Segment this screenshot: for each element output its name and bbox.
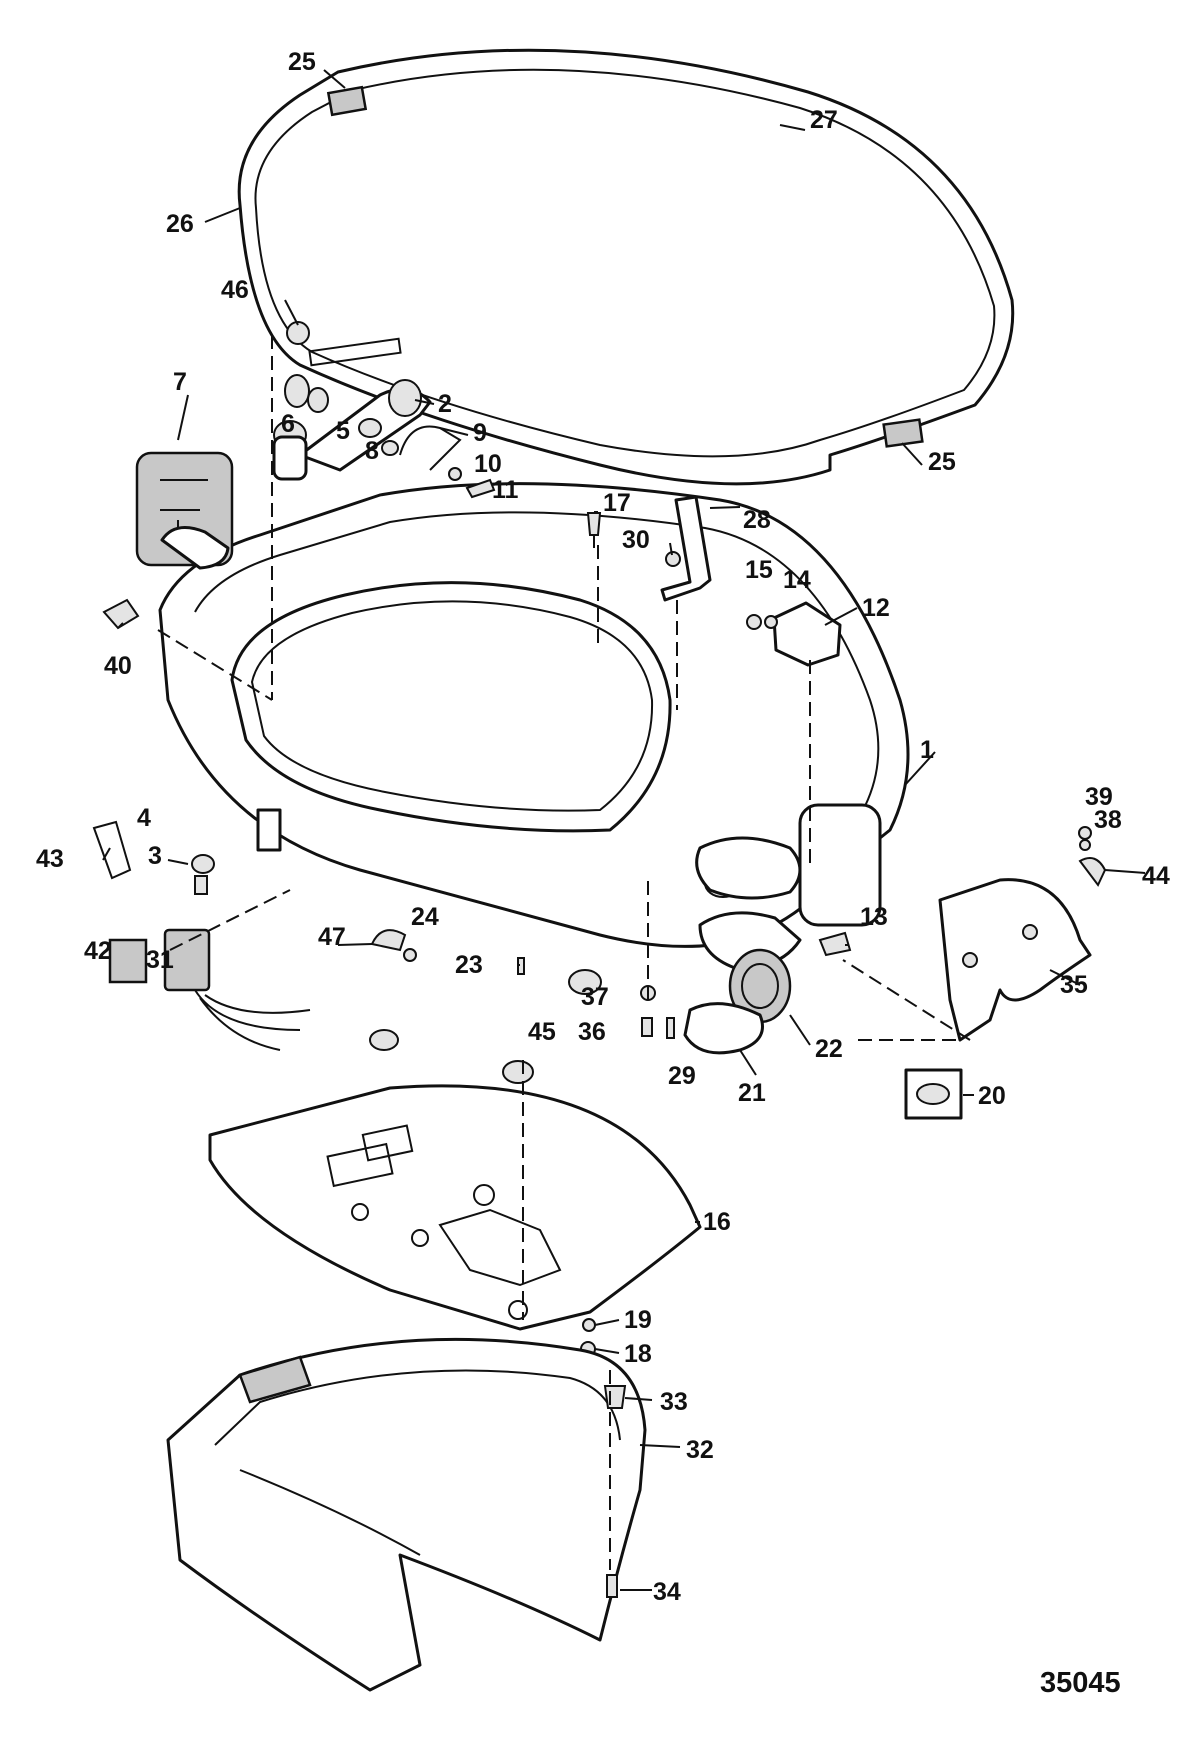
callout-1: 1 (920, 736, 934, 764)
plug-top (369, 1029, 399, 1051)
lower-cover-32 (166, 1337, 647, 1692)
tiller-handle (135, 451, 234, 570)
callout-47: 47 (318, 923, 346, 951)
callout-27: 27 (810, 106, 838, 134)
callout-43: 43 (36, 845, 64, 873)
screw-40 (102, 598, 140, 630)
callout-4: 4 (137, 804, 151, 832)
callout-28: 28 (743, 506, 771, 534)
leader-lines (102, 69, 1146, 1591)
washer-4 (191, 854, 215, 874)
callout-17: 17 (603, 489, 631, 517)
hinge-pin (308, 337, 402, 367)
nut-39 (1078, 826, 1092, 840)
washer-38 (1079, 839, 1091, 851)
callout-25-top: 25 (288, 48, 316, 76)
callout-31: 31 (146, 946, 174, 974)
callout-33: 33 (660, 1388, 688, 1416)
screw-29 (666, 1017, 675, 1039)
callout-10: 10 (474, 450, 502, 478)
nut-30 (665, 551, 681, 567)
callout-46: 46 (221, 276, 249, 304)
plug-42 (108, 938, 148, 984)
clamp-44 (1078, 857, 1107, 887)
callout-6: 6 (281, 410, 295, 438)
screw-36 (641, 1017, 653, 1037)
callout-23: 23 (455, 951, 483, 979)
nut-24 (403, 948, 417, 962)
callout-15: 15 (745, 556, 773, 584)
callout-9: 9 (473, 419, 487, 447)
callout-16: 16 (703, 1208, 731, 1236)
callout-29: 29 (668, 1062, 696, 1090)
nut-15 (746, 614, 762, 630)
washer-10 (448, 467, 462, 481)
callout-19: 19 (624, 1306, 652, 1334)
washer-5 (358, 418, 382, 438)
callout-14: 14 (783, 566, 811, 594)
screw-33 (603, 1385, 627, 1409)
callout-20: 20 (978, 1082, 1006, 1110)
callout-12: 12 (862, 594, 890, 622)
plate-16 (208, 1084, 702, 1331)
seal-splice-right (882, 418, 924, 448)
detail-20 (904, 1068, 963, 1120)
callout-34: 34 (653, 1578, 681, 1606)
bushing (284, 374, 310, 408)
bottom-cowl (158, 482, 910, 995)
top-seal-ring (237, 48, 1015, 486)
callout-36: 36 (578, 1018, 606, 1046)
callout-39: 39 (1085, 783, 1113, 811)
callout-35: 35 (1060, 971, 1088, 999)
callout-21: 21 (738, 1079, 766, 1107)
callout-22: 22 (815, 1035, 843, 1063)
callout-44: 44 (1142, 862, 1170, 890)
callout-26: 26 (166, 210, 194, 238)
retainer-47 (370, 929, 407, 952)
callout-18: 18 (624, 1340, 652, 1368)
seal-splice-top (326, 85, 368, 117)
assembly-lines (157, 335, 971, 1570)
screw-3 (194, 875, 208, 895)
spring-clip (399, 425, 462, 471)
callout-2: 2 (438, 390, 452, 418)
callout-5: 5 (336, 417, 350, 445)
callout-38: 38 (1094, 806, 1122, 834)
washer-6 (307, 387, 329, 413)
bracket-35 (938, 878, 1092, 1042)
callout-8: 8 (365, 437, 379, 465)
washer-14 (764, 615, 778, 629)
callout-13: 13 (860, 903, 888, 931)
callout-24: 24 (411, 903, 439, 931)
callout-45: 45 (528, 1018, 556, 1046)
callout-7: 7 (173, 368, 187, 396)
clip-43 (92, 820, 132, 880)
callout-11: 11 (492, 476, 519, 504)
screw-13 (818, 931, 852, 957)
callout-labels: 1 2 3 4 5 6 7 8 9 10 11 12 13 14 15 16 1… (36, 48, 1170, 1699)
screw-34 (606, 1574, 618, 1598)
mount-bracket-12 (772, 601, 842, 667)
grommet-45 (502, 1060, 534, 1084)
screw-11 (465, 478, 496, 499)
callout-32: 32 (686, 1436, 714, 1464)
nut-19 (582, 1318, 596, 1332)
bracket-28 (660, 495, 712, 602)
callout-37: 37 (581, 983, 609, 1011)
washer-8 (381, 440, 399, 456)
nut-46 (286, 321, 310, 345)
callout-40: 40 (104, 652, 132, 680)
grommet-21 (683, 1002, 764, 1055)
figure-number: 35045 (1040, 1667, 1121, 1699)
callout-30: 30 (622, 526, 650, 554)
switch-31 (163, 928, 311, 1051)
callout-42: 42 (84, 937, 112, 965)
callout-3: 3 (148, 842, 162, 870)
callout-25-right: 25 (928, 448, 956, 476)
